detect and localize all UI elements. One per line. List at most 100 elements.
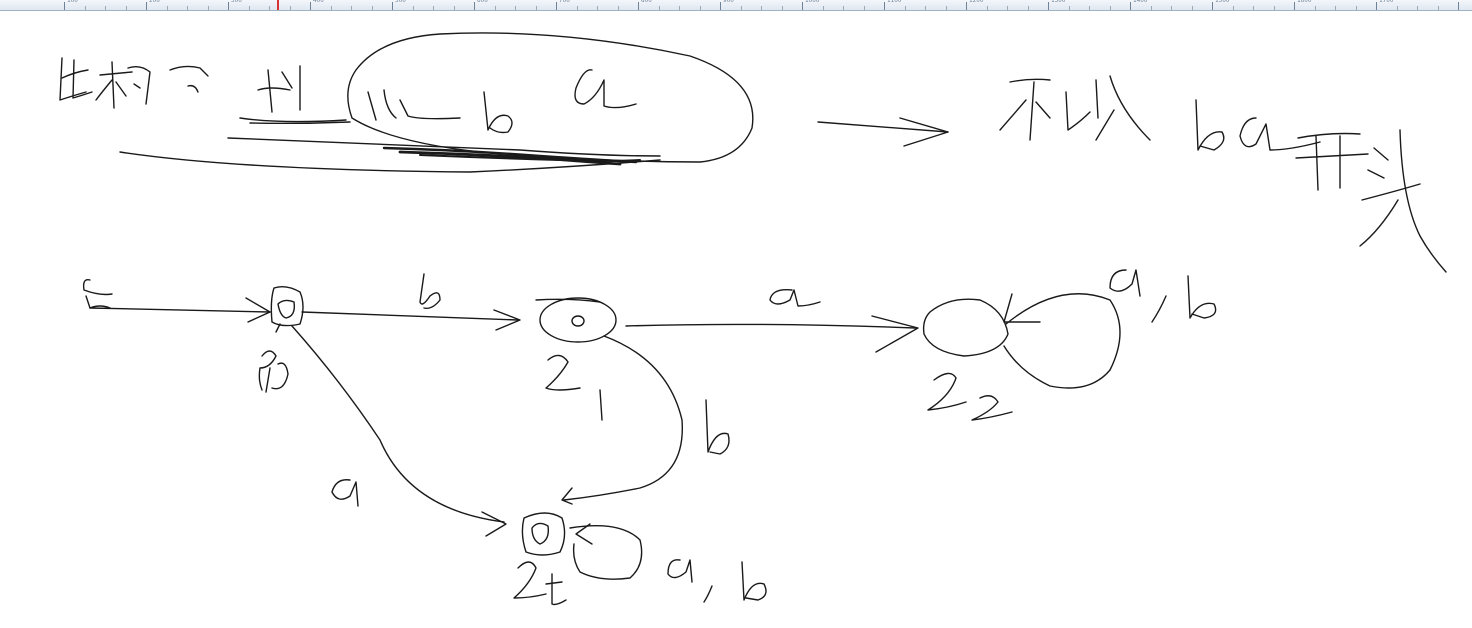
ruler-minor-tick — [1151, 6, 1152, 10]
ruler-minor-tick — [1089, 6, 1090, 10]
ruler-major-tick — [1458, 2, 1459, 10]
ruler-tick-label: 1000 — [805, 0, 820, 4]
ruler-minor-tick — [864, 6, 865, 10]
ruler-tick-label: 1700 — [1379, 0, 1394, 4]
ruler-minor-tick — [577, 6, 578, 10]
ruler-major-tick — [1376, 2, 1377, 10]
ruler-minor-tick — [987, 6, 988, 10]
drawing-canvas[interactable] — [0, 11, 1472, 628]
ruler-minor-tick — [536, 6, 537, 10]
ruler-minor-tick — [105, 6, 106, 10]
ruler-major-tick — [720, 2, 721, 10]
ruler-tick-label: 200 — [149, 0, 160, 4]
top-ruler: 100 200 300 400 500 600 700 800 900 1000 1100 1200 1… — [0, 0, 1472, 11]
heading-scribble-highlight — [382, 146, 641, 166]
ruler-major-tick — [228, 2, 229, 10]
ruler-minor-tick — [372, 6, 373, 10]
ruler-position-marker — [277, 0, 279, 10]
edge-q0-q1 — [301, 273, 521, 331]
ruler-minor-tick — [249, 6, 250, 10]
heading-right-handwriting — [999, 75, 1447, 273]
ruler-tick-label: 300 — [231, 0, 242, 4]
start-arrow — [82, 279, 271, 323]
state-q2-label — [927, 372, 1013, 421]
ruler-minor-tick — [925, 6, 926, 10]
ruler-major-tick — [966, 2, 967, 10]
ruler-tick-label: 700 — [559, 0, 570, 4]
ruler-major-tick — [392, 2, 393, 10]
ruler-major-tick — [638, 2, 639, 10]
ruler-major-tick — [1294, 2, 1295, 10]
ruler-minor-tick — [167, 6, 168, 10]
ruler-minor-tick — [85, 6, 86, 10]
ruler-minor-tick — [618, 6, 619, 10]
ruler-tick-label: 900 — [723, 0, 734, 4]
ruler-minor-tick — [433, 6, 434, 10]
ruler-major-tick — [1212, 2, 1213, 10]
state-q1 — [535, 297, 617, 343]
ruler-minor-tick — [1069, 6, 1070, 10]
ruler-minor-tick — [1028, 6, 1029, 10]
loop-qt — [569, 523, 767, 603]
heading-arrow — [817, 117, 949, 147]
ruler-minor-tick — [659, 6, 660, 10]
ruler-tick-label: 1200 — [969, 0, 984, 4]
ruler-tick-label: 500 — [395, 0, 406, 4]
ruler-minor-tick — [208, 6, 209, 10]
ruler-tick-label: 1100 — [887, 0, 902, 4]
ruler-tick-label: 400 — [313, 0, 324, 4]
ruler-minor-tick — [351, 6, 352, 10]
ruler-minor-tick — [269, 6, 270, 10]
state-qt-label — [513, 561, 567, 606]
ruler-tick-label: 1500 — [1215, 0, 1230, 4]
ruler-minor-tick — [946, 6, 947, 10]
ruler-major-tick — [1048, 2, 1049, 10]
ruler-minor-tick — [454, 6, 455, 10]
ruler-minor-tick — [331, 6, 332, 10]
heading-left-handwriting — [59, 32, 754, 173]
ruler-minor-tick — [1007, 6, 1008, 10]
ruler-minor-tick — [126, 6, 127, 10]
state-q0-label — [258, 350, 289, 393]
ruler-major-tick — [146, 2, 147, 10]
ruler-major-tick — [802, 2, 803, 10]
ruler-minor-tick — [782, 6, 783, 10]
ruler-major-tick — [556, 2, 557, 10]
ruler-tick-label: 800 — [641, 0, 652, 4]
edge-q0-qt — [291, 325, 507, 537]
ruler-minor-tick — [597, 6, 598, 10]
ruler-minor-tick — [1438, 6, 1439, 10]
ruler-tick-label: 1300 — [1051, 0, 1066, 4]
ruler-minor-tick — [1110, 6, 1111, 10]
ruler-minor-tick — [413, 6, 414, 10]
ruler-minor-tick — [823, 6, 824, 10]
ruler-minor-tick — [1171, 6, 1172, 10]
ruler-minor-tick — [905, 6, 906, 10]
ruler-major-tick — [64, 2, 65, 10]
ruler-major-tick — [1130, 2, 1131, 10]
ruler-major-tick — [884, 2, 885, 10]
ruler-major-tick — [474, 2, 475, 10]
edge-q1-q2 — [625, 289, 919, 353]
state-q2 — [922, 298, 1009, 357]
ruler-tick-label: 100 — [67, 0, 78, 4]
ruler-minor-tick — [741, 6, 742, 10]
ruler-minor-tick — [1315, 6, 1316, 10]
ruler-minor-tick — [1253, 6, 1254, 10]
loop-q2 — [1003, 269, 1217, 389]
ruler-minor-tick — [187, 6, 188, 10]
ruler-minor-tick — [700, 6, 701, 10]
ruler-minor-tick — [495, 6, 496, 10]
ruler-minor-tick — [761, 6, 762, 10]
ruler-tick-label: 1400 — [1133, 0, 1148, 4]
ruler-minor-tick — [515, 6, 516, 10]
state-q0 — [270, 285, 304, 333]
ruler-minor-tick — [679, 6, 680, 10]
edge-q1-qt — [561, 335, 730, 505]
ruler-tick-label: 1600 — [1297, 0, 1312, 4]
ruler-tick-label: 600 — [477, 0, 488, 4]
ruler-major-tick — [310, 2, 311, 10]
ruler-minor-tick — [1192, 6, 1193, 10]
state-q1-label — [545, 354, 603, 421]
ruler-minor-tick — [1335, 6, 1336, 10]
